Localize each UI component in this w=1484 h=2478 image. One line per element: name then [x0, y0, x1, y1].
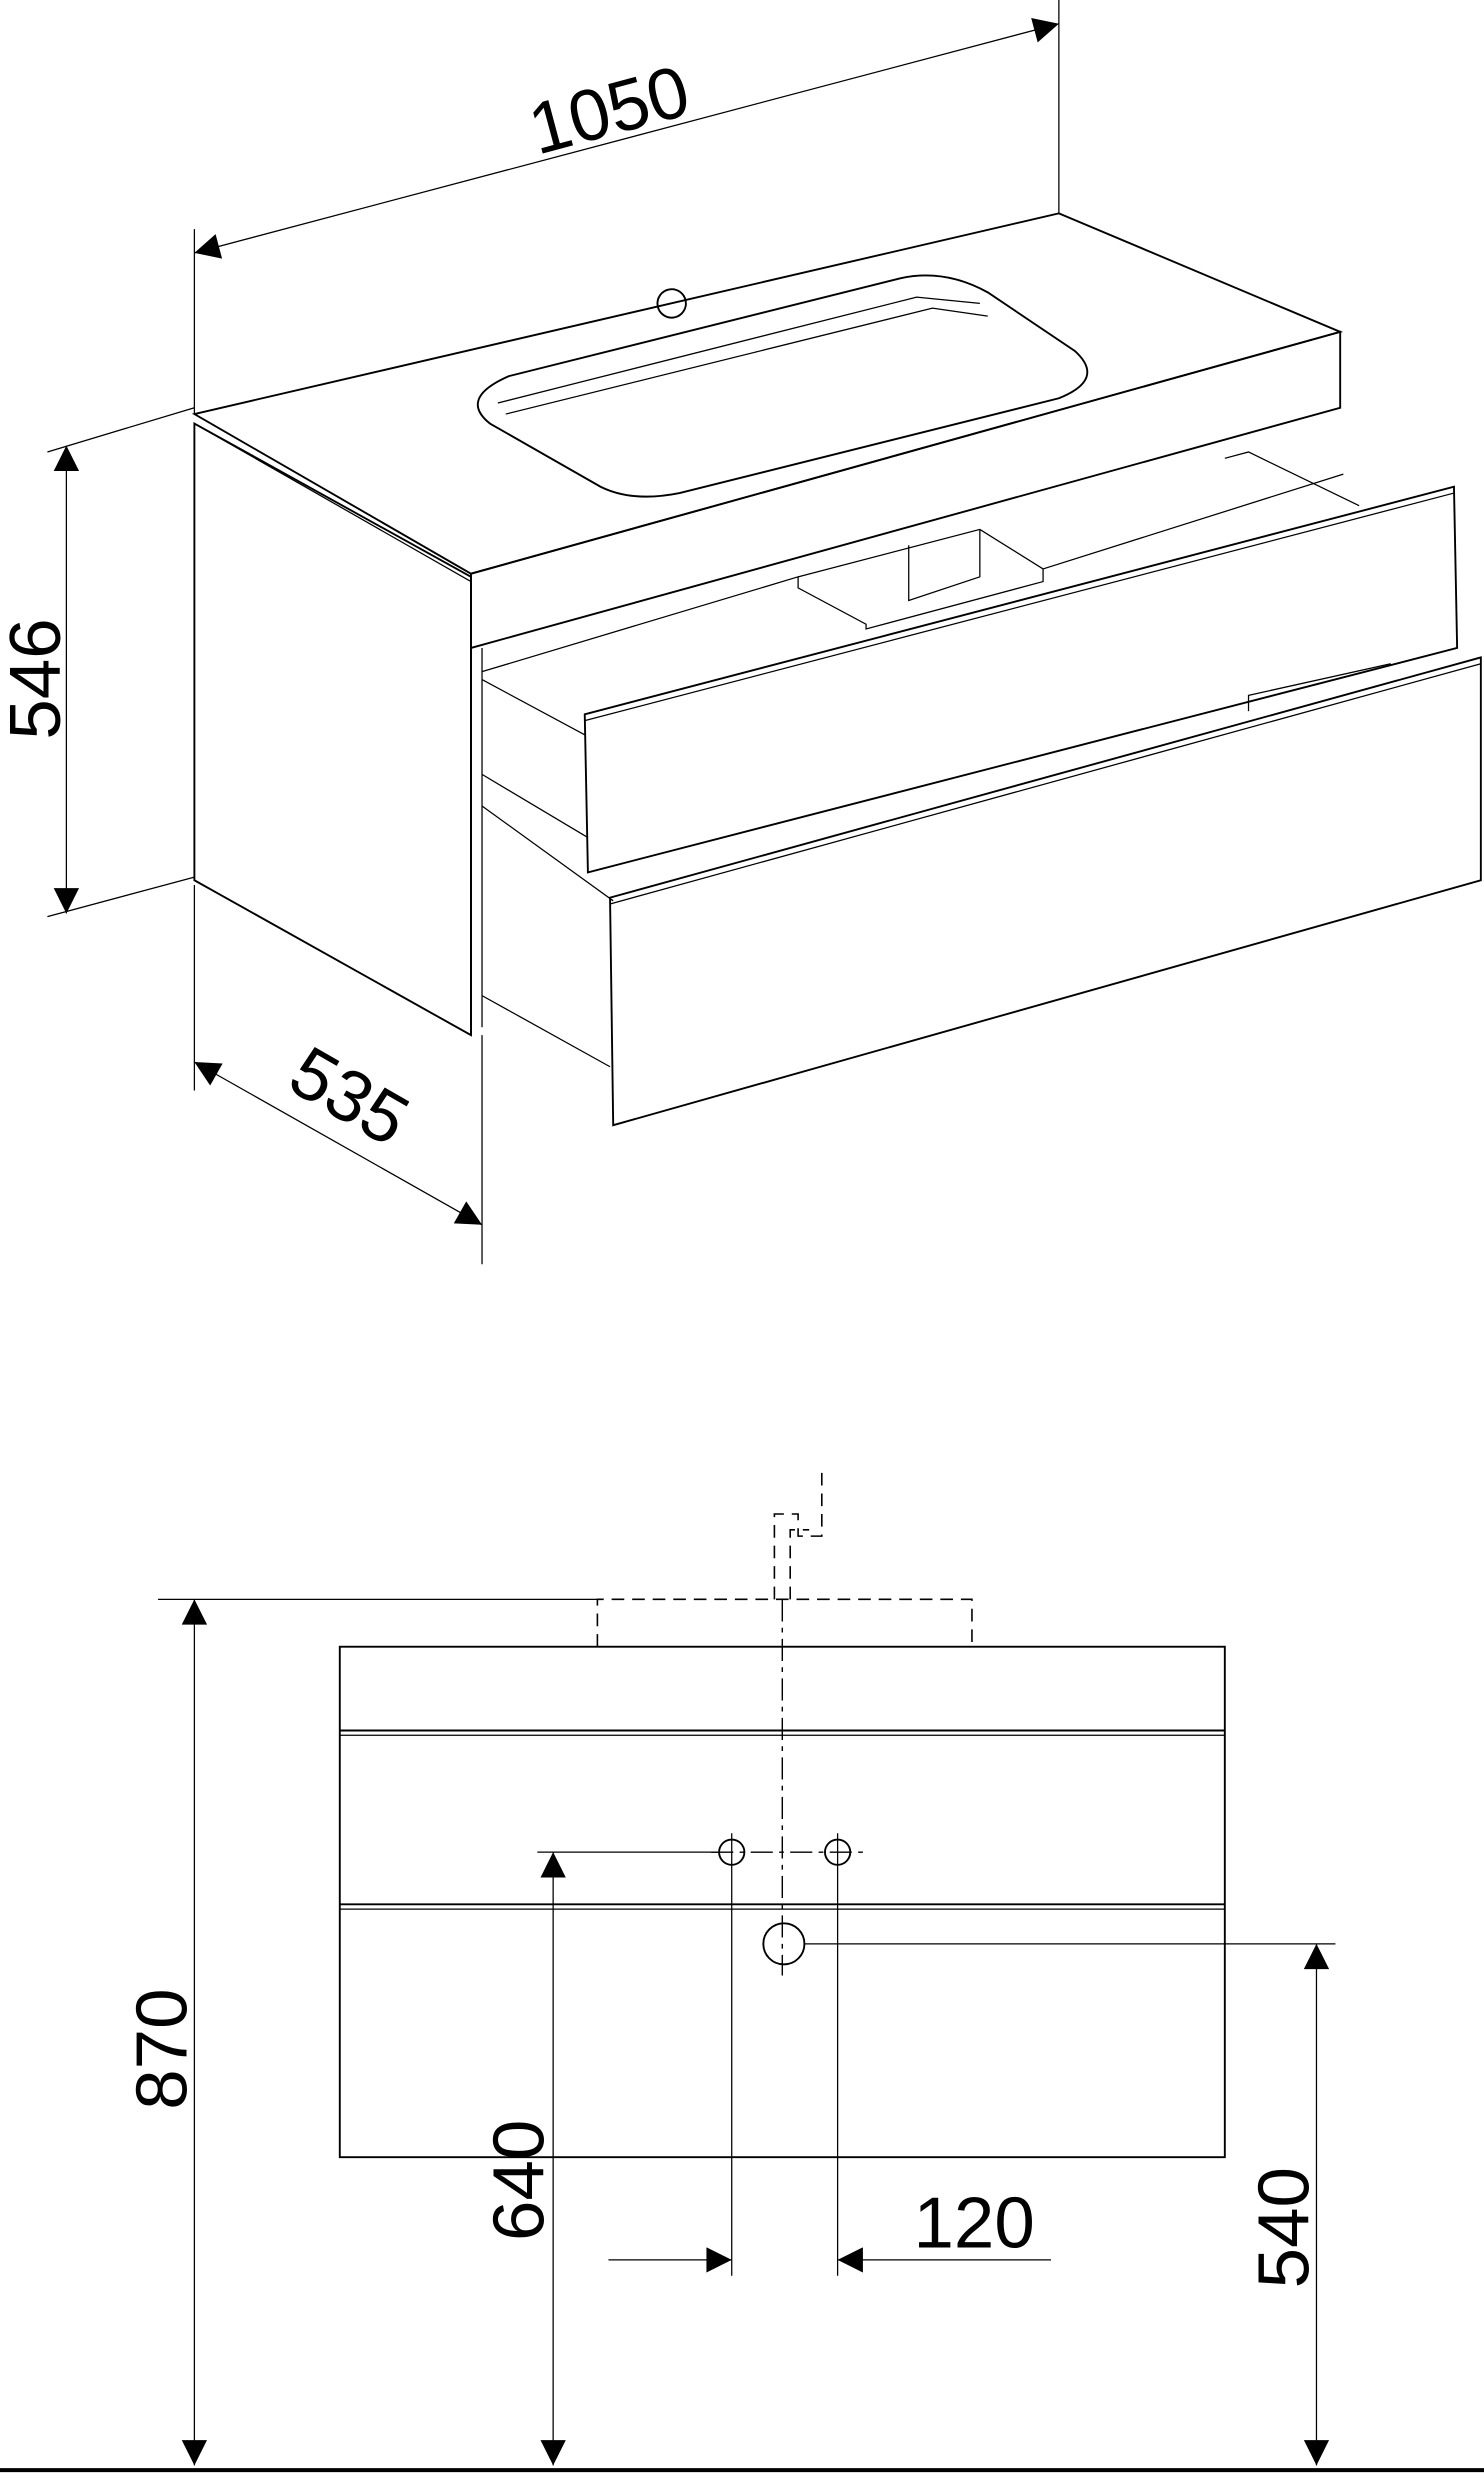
drawer-boxes — [481, 451, 1391, 1068]
tap-hole — [656, 288, 687, 319]
height-dimension-label: 546 — [0, 618, 76, 739]
perspective-view: 1050 546 535 — [0, 0, 1482, 1265]
hole-spacing-dimension-label: 120 — [913, 2182, 1034, 2263]
waste-height-dimension-label: 540 — [1244, 2167, 1325, 2288]
depth-dimension-label: 535 — [276, 1031, 422, 1162]
top-drawer-front[interactable] — [583, 485, 1459, 874]
depth-dimension-line — [194, 1061, 483, 1226]
waste-hole — [762, 1922, 806, 1966]
basin-hidden-outline — [596, 1598, 973, 1647]
cabinet-side-panel — [193, 421, 472, 1037]
sink-basin — [477, 274, 1089, 498]
width-dimension-label: 1050 — [521, 50, 698, 170]
tap-hidden-outline — [773, 1469, 823, 1600]
front-view: 870 640 120 540 — [0, 1469, 1484, 2473]
width-dimension-line — [194, 17, 1060, 259]
drain-height-dimension-label: 640 — [479, 2120, 560, 2241]
total-height-dimension-label: 870 — [121, 1988, 202, 2109]
countertop-front-face — [470, 330, 1342, 650]
bottom-drawer-front[interactable] — [609, 656, 1482, 1127]
